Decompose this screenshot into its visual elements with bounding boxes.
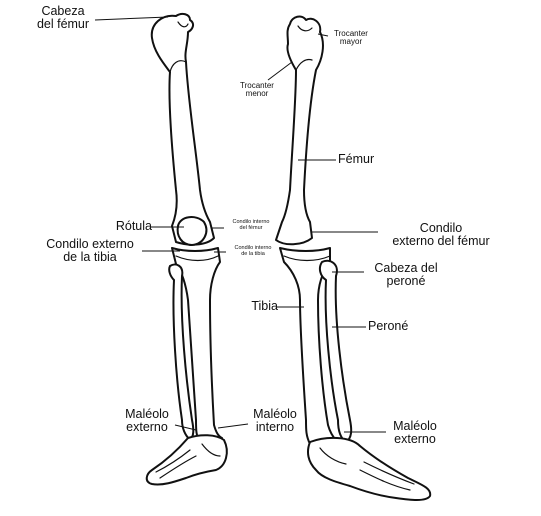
left-femur	[152, 14, 214, 245]
label-tibia: Tibia	[240, 300, 278, 313]
label-perone: Peroné	[368, 320, 428, 333]
label-trocanter-menor: Trocanter menor	[232, 82, 282, 98]
label-trocanter-mayor: Trocanter mayor	[326, 30, 376, 46]
leader-maleolo-interno	[218, 424, 248, 428]
label-femur: Fémur	[338, 153, 388, 166]
leader-cabeza-femur	[95, 17, 168, 20]
left-patella	[178, 217, 207, 245]
label-cabeza-femur: Cabeza del fémur	[30, 5, 96, 30]
label-maleolo-interno: Maléolo interno	[246, 408, 304, 433]
leader-trocanter-menor	[268, 62, 292, 80]
label-condilo-externo-tibia: Condilo externo de la tibia	[34, 238, 146, 263]
label-maleolo-externo-left: Maléolo externo	[117, 408, 177, 433]
left-foot	[147, 435, 227, 484]
label-maleolo-externo-right: Maléolo externo	[386, 420, 444, 445]
right-foot	[308, 438, 430, 500]
label-condilo-externo-femur: Condilo externo del fémur	[380, 222, 502, 247]
label-condilo-interno-femur: Condilo interno del fémur	[222, 220, 280, 231]
label-cabeza-perone: Cabeza del peroné	[364, 262, 448, 287]
right-femur	[276, 17, 323, 245]
label-condilo-interno-tibia: Condilo interno de la tibia	[224, 246, 282, 257]
label-rotula: Rótula	[104, 220, 152, 233]
